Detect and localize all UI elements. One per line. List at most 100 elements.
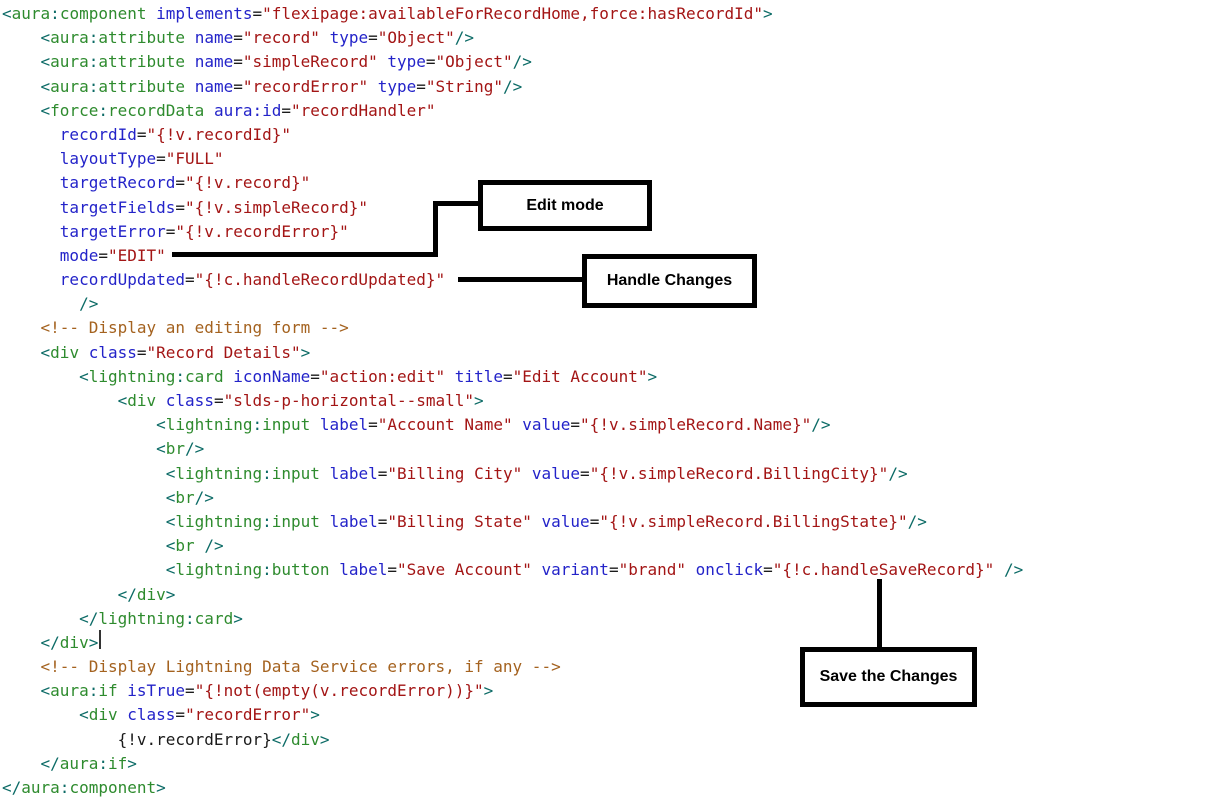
code-token-x <box>2 633 41 652</box>
code-token-p: : <box>50 4 60 23</box>
code-token-x <box>2 149 60 168</box>
code-token-e: = <box>608 560 619 580</box>
code-token-x <box>320 512 330 531</box>
code-token-s: "Object" <box>435 52 513 72</box>
code-token-a: label <box>329 463 378 483</box>
code-token-s: "{!v.recordError}" <box>175 221 349 241</box>
code-token-t: component <box>59 4 147 23</box>
code-token-t: if <box>107 753 128 773</box>
code-token-t: button <box>271 560 330 580</box>
code-token-s: "flexipage:availableForRecordHome,force:… <box>262 4 764 23</box>
code-token-a: class <box>165 391 214 410</box>
code-token-x <box>2 657 41 676</box>
code-token-x <box>2 512 166 531</box>
code-token-p: : <box>175 366 186 386</box>
code-token-s: "{!v.record}" <box>185 173 311 193</box>
code-token-t: br <box>175 487 195 507</box>
code-token-e: = <box>377 511 388 531</box>
code-token-a: layoutType <box>59 149 157 169</box>
code-token-p: : <box>88 28 99 48</box>
code-token-p: : <box>59 778 70 797</box>
code-token-p: < <box>165 487 176 507</box>
code-token-x <box>204 101 214 120</box>
code-token-p: < <box>40 28 51 48</box>
code-token-x <box>2 488 166 507</box>
code-token-s: "FULL" <box>165 149 224 169</box>
code-token-x <box>156 391 166 410</box>
code-token-e: = <box>281 100 292 120</box>
code-token-p: < <box>165 560 176 580</box>
code-token-x <box>994 560 1004 579</box>
save-changes-connector <box>877 579 882 647</box>
code-token-s: "simpleRecord" <box>242 52 378 72</box>
code-token-s: "Account Name" <box>377 415 513 435</box>
code-token-x <box>310 415 320 434</box>
code-token-x <box>2 318 41 337</box>
code-token-x <box>320 464 330 483</box>
code-token-a: value <box>522 415 571 435</box>
code-token-p: > <box>233 608 243 628</box>
code-token-p: </ <box>117 584 137 604</box>
code-token-e: = <box>310 366 320 386</box>
code-token-p: < <box>117 391 128 410</box>
code-token-e: = <box>368 415 378 435</box>
code-token-a: class <box>127 705 176 725</box>
code-token-x <box>686 560 696 579</box>
text-cursor <box>99 630 101 649</box>
code-token-t: input <box>271 511 320 531</box>
code-line: <div class="recordError"> <box>2 703 1023 727</box>
code-token-e: = <box>387 560 397 580</box>
code-token-x <box>224 367 234 386</box>
code-token-e: = <box>175 173 186 193</box>
code-token-a: onclick <box>695 560 764 580</box>
code-token-t: card <box>185 366 224 386</box>
code-token-s: "{!c.handleRecordUpdated}" <box>194 270 446 290</box>
code-token-e: = <box>185 270 195 290</box>
code-token-s: "{!v.simpleRecord.BillingCity}" <box>589 463 889 483</box>
code-line: <div class="slds-p-horizontal--small"> <box>2 389 1023 413</box>
code-token-p: </ <box>79 608 99 628</box>
code-token-p: < <box>40 681 51 701</box>
code-token-s: "{!v.simpleRecord}" <box>185 197 369 217</box>
code-line: <br/> <box>2 486 1023 510</box>
code-token-s: "Billing State" <box>387 511 532 531</box>
callout-save-changes-label: Save the Changes <box>819 668 958 685</box>
code-token-x <box>185 28 195 47</box>
code-token-p: > <box>310 705 320 725</box>
code-line: </div> <box>2 583 1023 607</box>
code-token-c: <!-- Display Lightning Data Service erro… <box>40 657 561 677</box>
code-token-e: = <box>233 76 243 96</box>
code-token-x <box>320 28 330 47</box>
code-token-p: : <box>185 608 195 628</box>
code-token-x <box>2 585 118 604</box>
code-token-p: </ <box>271 729 291 749</box>
code-line: <br/> <box>2 437 1023 461</box>
code-token-e: = <box>763 560 773 580</box>
code-token-e: = <box>185 681 195 701</box>
code-token-t: br <box>175 536 195 556</box>
callout-edit-mode-label: Edit mode <box>526 196 604 214</box>
code-token-a: implements <box>156 4 253 23</box>
code-token-p: /> <box>1003 560 1024 580</box>
code-line: <!-- Display Lightning Data Service erro… <box>2 655 1023 679</box>
code-token-t: div <box>88 705 118 725</box>
code-token-t: aura <box>50 76 89 96</box>
code-token-t: input <box>262 415 311 435</box>
code-token-p: : <box>98 753 108 773</box>
code-token-a: type <box>387 52 426 72</box>
code-token-x <box>2 101 41 120</box>
code-token-a: name <box>194 52 234 72</box>
code-token-x <box>2 246 60 265</box>
code-token-t: lightning <box>175 463 263 483</box>
code-token-s: "recordError" <box>242 76 369 96</box>
code-token-p: < <box>40 52 51 72</box>
code-line: recordId="{!v.recordId}" <box>2 123 1023 147</box>
code-token-p: < <box>156 415 166 435</box>
code-token-p: > <box>483 681 494 701</box>
code-token-x <box>2 439 156 458</box>
callout-handle-changes-label: Handle Changes <box>606 272 733 289</box>
code-token-t: aura <box>50 681 89 701</box>
code-line: <lightning:button label="Save Account" v… <box>2 558 1023 582</box>
code-token-a: targetError <box>59 221 166 241</box>
